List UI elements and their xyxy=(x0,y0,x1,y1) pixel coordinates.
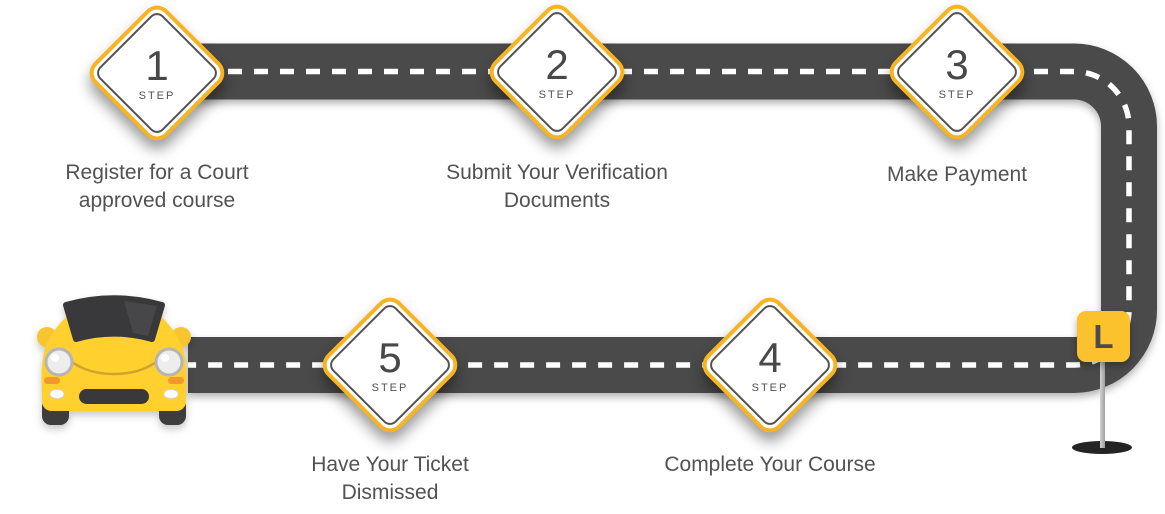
step-2-caption: Submit Your Verification Documents xyxy=(446,161,668,212)
step-2-badge: STEP xyxy=(538,88,576,101)
step-5-marker: 5 STEP xyxy=(316,291,464,439)
sign-pole xyxy=(1100,358,1105,448)
step-1-marker: 1 STEP xyxy=(83,0,231,147)
step-4-marker: 4 STEP xyxy=(696,291,844,439)
step-1-number: 1 xyxy=(145,41,169,89)
learner-plate-label: L xyxy=(1093,317,1114,355)
step-2-diamond-sign-icon: 2 STEP xyxy=(483,0,631,146)
step-3-number: 3 xyxy=(945,40,969,88)
step-4-badge: STEP xyxy=(751,381,789,394)
learner-plate-sign: L xyxy=(1077,311,1130,362)
step-4-caption: Complete Your Course xyxy=(664,453,876,476)
step-1-caption: Register for a Court approved course xyxy=(65,161,249,212)
step-2-marker: 2 STEP xyxy=(483,0,631,146)
step-1-diamond-sign-icon: 1 STEP xyxy=(83,0,231,147)
step-4-number: 4 xyxy=(758,333,782,381)
step-3-badge: STEP xyxy=(938,88,976,101)
step-5-diamond-sign-icon: 5 STEP xyxy=(316,291,464,439)
step-5-caption: Have Your Ticket Dismissed xyxy=(311,453,469,504)
step-4-diamond-sign-icon: 4 STEP xyxy=(696,291,844,439)
step-5-number: 5 xyxy=(378,333,402,381)
step-5-badge: STEP xyxy=(371,381,409,394)
car-icon xyxy=(37,295,191,425)
step-2-number: 2 xyxy=(545,40,569,88)
step-1-badge: STEP xyxy=(138,89,176,102)
step-3-diamond-sign-icon: 3 STEP xyxy=(883,0,1031,146)
step-3-caption: Make Payment xyxy=(886,163,1028,186)
step-3-marker: 3 STEP xyxy=(883,0,1031,146)
